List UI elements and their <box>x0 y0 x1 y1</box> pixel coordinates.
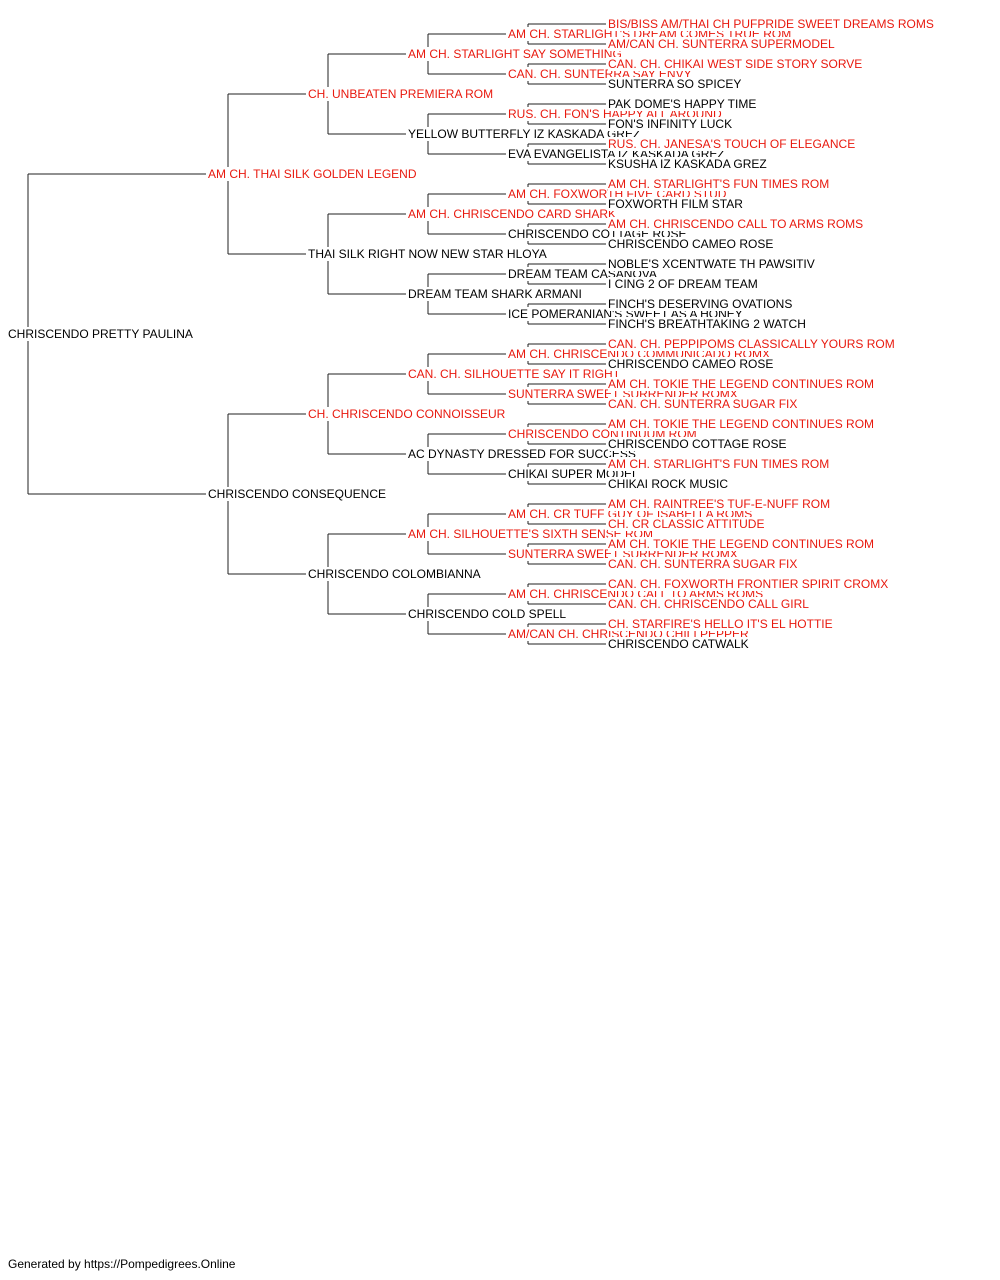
ancestor-gen3-8: CHRISCENDO COLD SPELL <box>408 607 567 621</box>
ancestor-gen5-8: KSUSHA IZ KASKADA GREZ <box>608 157 767 171</box>
ancestor-gen3-2: YELLOW BUTTERFLY IZ KASKADA GREZ <box>408 127 641 141</box>
ancestor-gen5-1: BIS/BISS AM/THAI CH PUFPRIDE SWEET DREAM… <box>608 17 934 31</box>
ancestor-gen5-20: CAN. CH. SUNTERRA SUGAR FIX <box>608 397 798 411</box>
ancestor-gen2-4: CHRISCENDO COLOMBIANNA <box>308 567 481 581</box>
ancestor-gen3-1: AM CH. STARLIGHT SAY SOMETHING <box>408 47 622 61</box>
ancestor-gen5-32: CHRISCENDO CATWALK <box>608 637 749 651</box>
ancestor-gen5-29: CAN. CH. FOXWORTH FRONTIER SPIRIT CROMX <box>608 577 889 591</box>
ancestor-gen5-10: FOXWORTH FILM STAR <box>608 197 743 211</box>
ancestor-gen5-18: CHRISCENDO CAMEO ROSE <box>608 357 774 371</box>
ancestor-gen3-6: AC DYNASTY DRESSED FOR SUCCESS <box>408 447 636 461</box>
ancestor-gen5-28: CAN. CH. SUNTERRA SUGAR FIX <box>608 557 798 571</box>
ancestor-gen4-12: CHIKAI SUPER MODEL <box>508 467 639 481</box>
ancestor-gen5-3: CAN. CH. CHIKAI WEST SIDE STORY SORVE <box>608 57 863 71</box>
ancestor-gen5-2: AM/CAN CH. SUNTERRA SUPERMODEL <box>608 37 835 51</box>
ancestor-gen5-13: NOBLE'S XCENTWATE TH PAWSITIV <box>608 257 815 271</box>
ancestor-gen5-16: FINCH'S BREATHTAKING 2 WATCH <box>608 317 806 331</box>
ancestor-gen3-5: CAN. CH. SILHOUETTE SAY IT RIGHT <box>408 367 621 381</box>
ancestor-gen5-27: AM CH. TOKIE THE LEGEND CONTINUES ROM <box>608 537 875 551</box>
ancestor-gen5-4: SUNTERRA SO SPICEY <box>608 77 742 91</box>
ancestor-gen1-1: AM CH. THAI SILK GOLDEN LEGEND <box>208 167 417 181</box>
ancestor-gen2-1: CH. UNBEATEN PREMIERA ROM <box>308 87 494 101</box>
ancestor-gen5-15: FINCH'S DESERVING OVATIONS <box>608 297 793 311</box>
ancestor-gen5-9: AM CH. STARLIGHT'S FUN TIMES ROM <box>608 177 830 191</box>
ancestor-gen5-21: AM CH. TOKIE THE LEGEND CONTINUES ROM <box>608 417 875 431</box>
ancestor-gen5-31: CH. STARFIRE'S HELLO IT'S EL HOTTIE <box>608 617 833 631</box>
ancestor-gen2-2: THAI SILK RIGHT NOW NEW STAR HLOYA <box>308 247 547 261</box>
ancestor-gen5-12: CHRISCENDO CAMEO ROSE <box>608 237 774 251</box>
ancestor-gen5-23: AM CH. STARLIGHT'S FUN TIMES ROM <box>608 457 830 471</box>
ancestor-gen5-19: AM CH. TOKIE THE LEGEND CONTINUES ROM <box>608 377 875 391</box>
ancestor-gen5-6: FON'S INFINITY LUCK <box>608 117 733 131</box>
ancestor-gen5-22: CHRISCENDO COTTAGE ROSE <box>608 437 787 451</box>
ancestor-gen3-4: DREAM TEAM SHARK ARMANI <box>408 287 582 301</box>
ancestor-gen3-7: AM CH. SILHOUETTE'S SIXTH SENSE ROM <box>408 527 653 541</box>
generated-by-footer: Generated by https://Pompedigrees.Online <box>8 1257 236 1271</box>
ancestor-gen5-17: CAN. CH. PEPPIPOMS CLASSICALLY YOURS ROM <box>608 337 895 351</box>
ancestor-gen5-5: PAK DOME'S HAPPY TIME <box>608 97 757 111</box>
ancestor-gen5-11: AM CH. CHRISCENDO CALL TO ARMS ROMS <box>608 217 864 231</box>
subject-name: CHRISCENDO PRETTY PAULINA <box>8 327 193 341</box>
ancestor-gen5-14: I CING 2 OF DREAM TEAM <box>608 277 758 291</box>
ancestor-gen5-7: RUS. CH. JANESA'S TOUCH OF ELEGANCE <box>608 137 856 151</box>
ancestor-gen3-3: AM CH. CHRISCENDO CARD SHARK <box>408 207 617 221</box>
ancestor-gen2-3: CH. CHRISCENDO CONNOISSEUR <box>308 407 506 421</box>
ancestor-gen5-30: CAN. CH. CHRISCENDO CALL GIRL <box>608 597 809 611</box>
ancestor-gen5-24: CHIKAI ROCK MUSIC <box>608 477 729 491</box>
ancestor-gen5-26: CH. CR CLASSIC ATTITUDE <box>608 517 765 531</box>
ancestor-gen5-25: AM CH. RAINTREE'S TUF-E-NUFF ROM <box>608 497 831 511</box>
ancestor-gen1-2: CHRISCENDO CONSEQUENCE <box>208 487 387 501</box>
